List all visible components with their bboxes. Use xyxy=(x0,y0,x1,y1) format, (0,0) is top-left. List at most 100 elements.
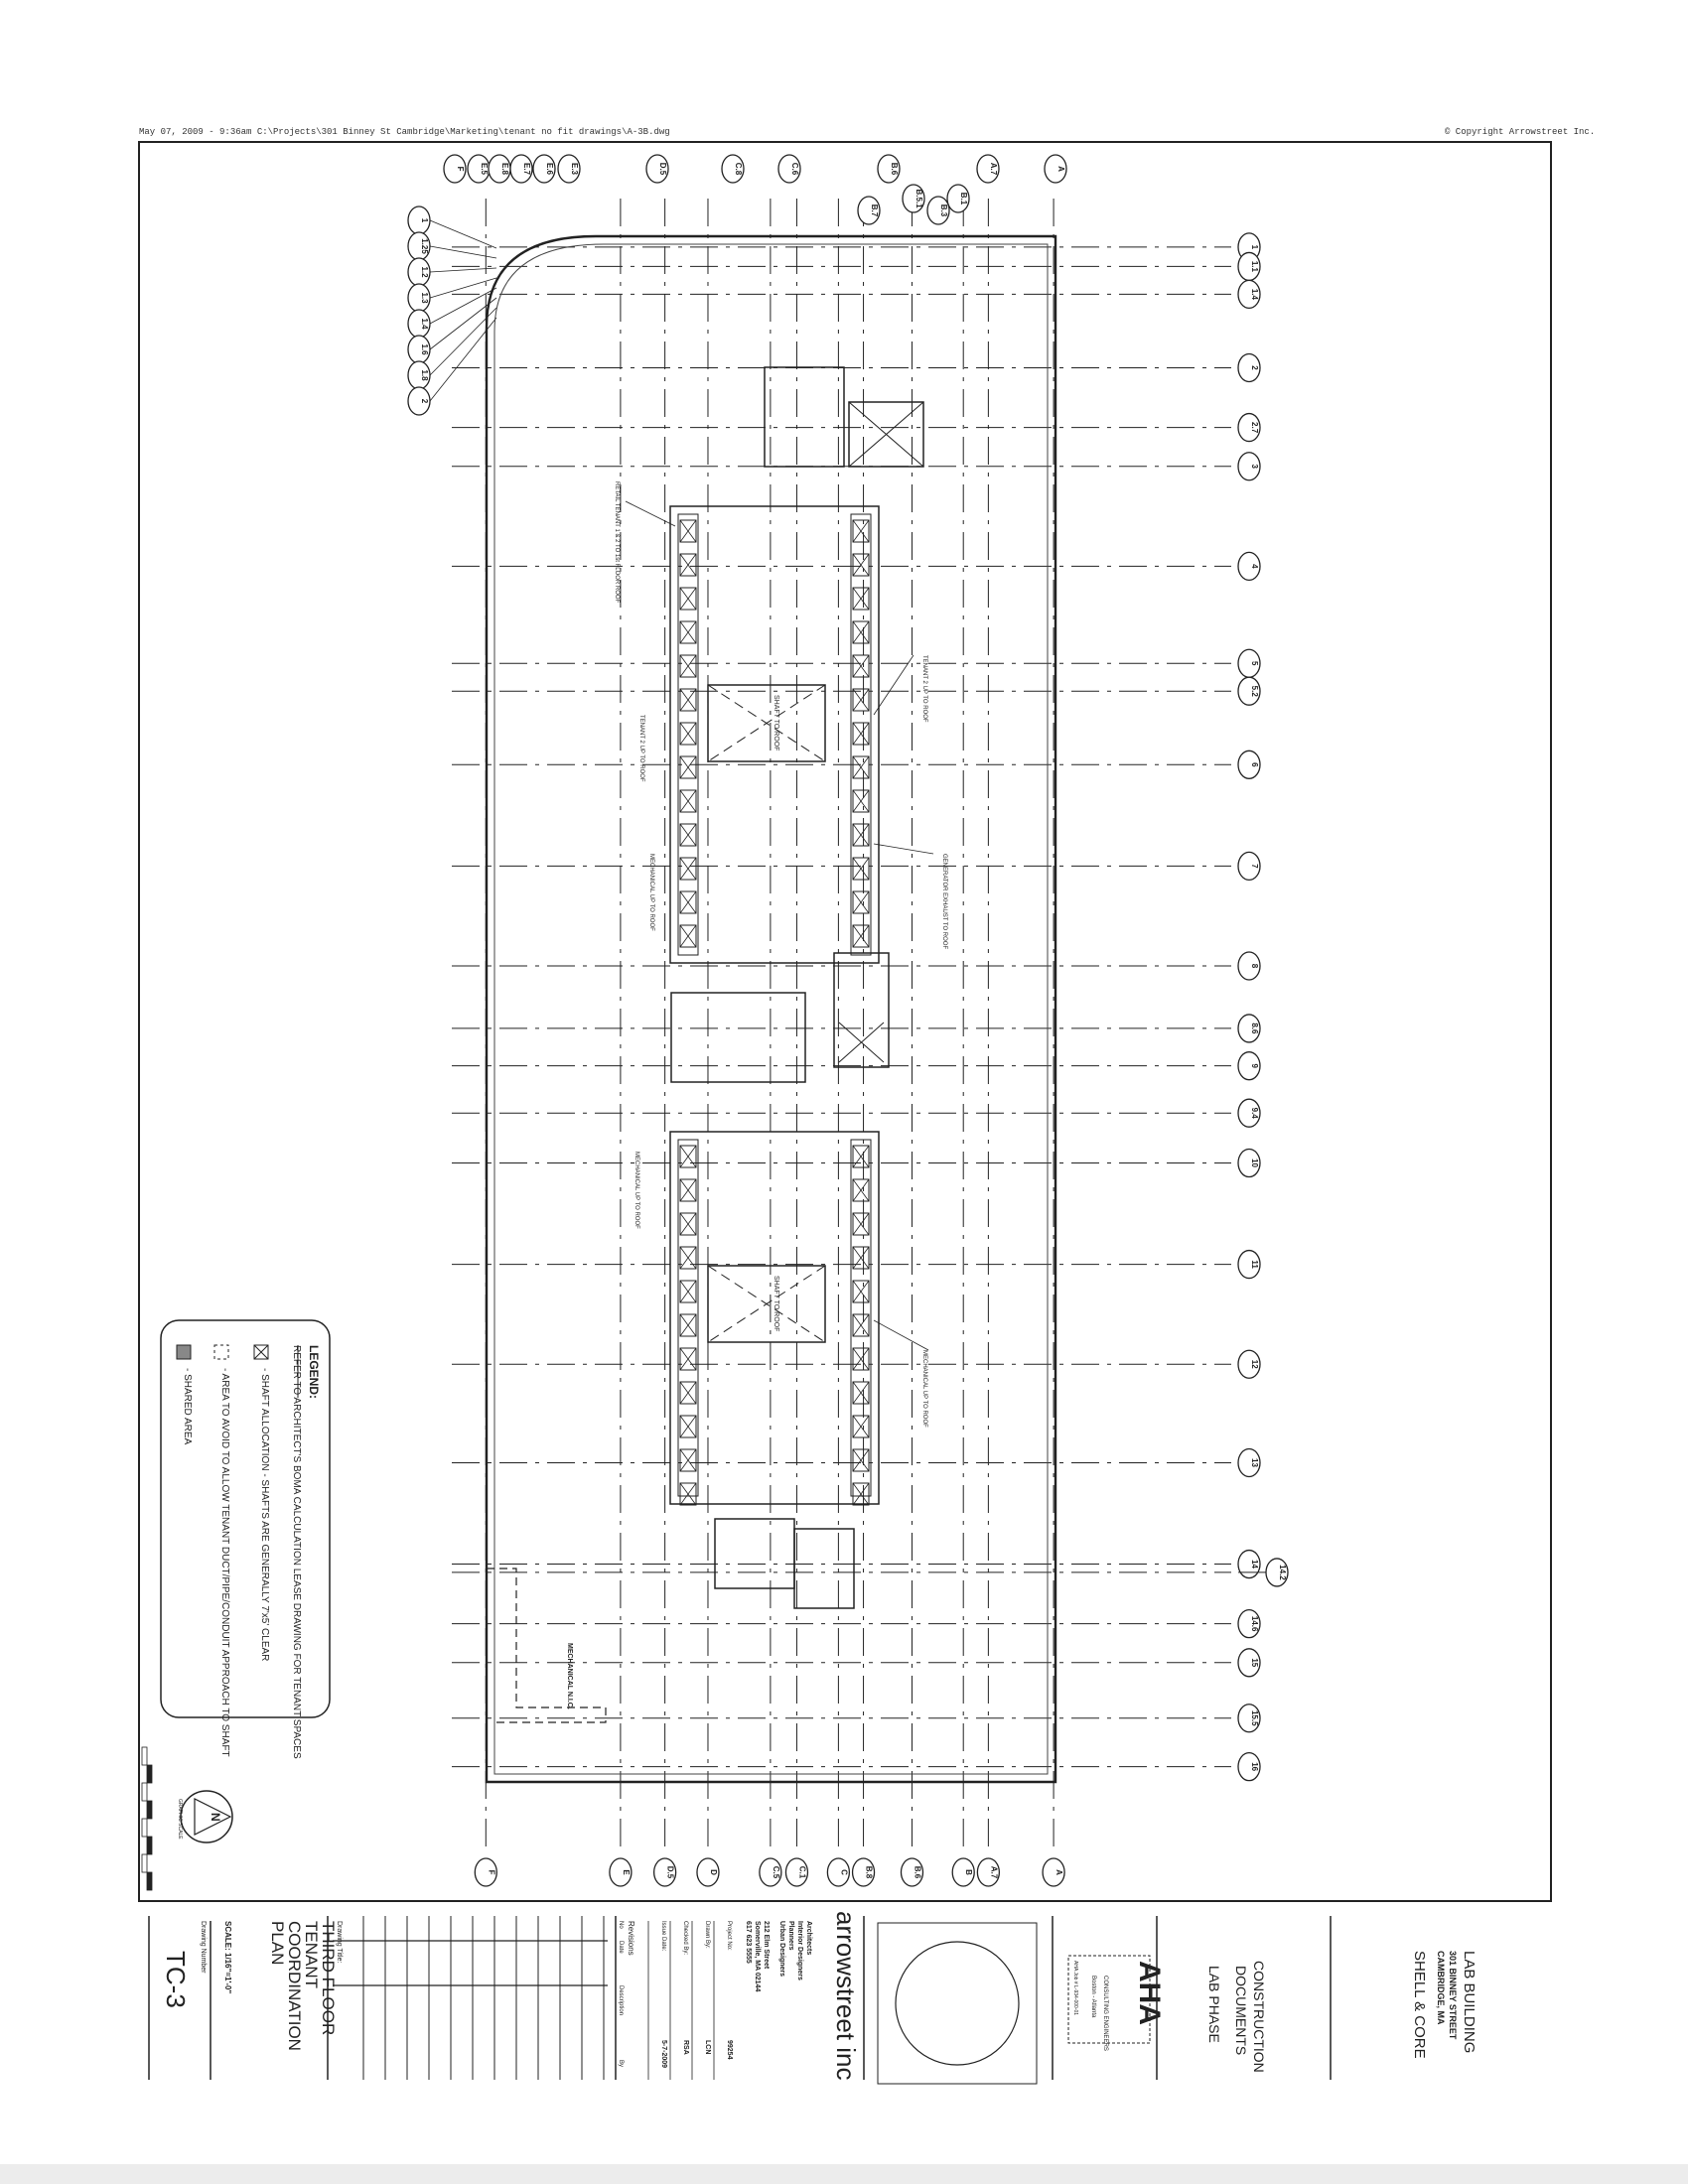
tb-field-label: Project No: xyxy=(726,1921,732,1951)
grid-bubble-1.4 xyxy=(1237,279,1261,310)
engineer-name: CONSULTING ENGINEERS xyxy=(1102,1976,1108,2051)
scale-bar-segment xyxy=(146,1800,153,1820)
grid-bubble-bottom-D.5 xyxy=(652,1857,677,1887)
core-north-shaft-x xyxy=(852,789,870,813)
firm-address: 617 623 5555 xyxy=(745,1921,752,1964)
core-north-shaft-x xyxy=(852,654,870,678)
phase-line-2: DOCUMENTS xyxy=(1233,1966,1249,2055)
scale-bar-segment xyxy=(141,1746,148,1766)
core-south-shaft xyxy=(852,1482,870,1506)
building-outline-inner xyxy=(493,243,1049,1775)
grid-bubble-15-label: 15 xyxy=(1250,1658,1259,1667)
grid-bubble-bottom-B.6-label: B.6 xyxy=(913,1866,921,1879)
grid-bubble-top-E.6 xyxy=(532,154,556,184)
core-north-shaft xyxy=(852,789,870,813)
elevator-core-south xyxy=(793,1528,855,1609)
core-north-shaft xyxy=(679,755,697,779)
core-north-shaft-x xyxy=(679,857,697,881)
grid-bubble-top-B.3-label: B.3 xyxy=(939,205,948,217)
grid-bubble-bottom-A.7 xyxy=(976,1857,1001,1887)
void-south-x xyxy=(707,1265,826,1343)
core-north-shaft xyxy=(852,890,870,914)
elevator-core-north xyxy=(848,401,924,468)
grid-bubble-top-A-label: A xyxy=(1056,166,1065,172)
legend-title: LEGEND: xyxy=(307,1345,321,1399)
core-south-shaft xyxy=(852,1145,870,1168)
core-north-shaft-x xyxy=(679,789,697,813)
core-south-shaft-x xyxy=(852,1448,870,1472)
core-north-shaft-x xyxy=(852,519,870,543)
core-north-shaft xyxy=(679,654,697,678)
grid-bubble-bottom-C-label: C xyxy=(839,1869,848,1875)
mechanical-area-outline xyxy=(487,1568,607,1723)
core-north-shaft xyxy=(852,519,870,543)
grid-bubble-10-label: 10 xyxy=(1250,1159,1259,1167)
grid-bubble-bottom-B xyxy=(951,1857,975,1887)
note-leader xyxy=(873,843,934,855)
grid-bubble-4-label: 4 xyxy=(1250,564,1259,569)
note-leader xyxy=(873,1319,929,1351)
grid-bubble-9.4 xyxy=(1237,1098,1261,1128)
core-south-shaft-x xyxy=(852,1313,870,1337)
core-south-shaft-x xyxy=(852,1145,870,1168)
seal-circle xyxy=(895,1941,1020,2066)
core-south-shaft xyxy=(852,1415,870,1438)
core-north-shaft xyxy=(679,823,697,847)
drawing-number-label: Drawing Number xyxy=(200,1921,207,1974)
grid-bubble-14-label: 14 xyxy=(1250,1560,1259,1569)
grid-bubble-14.2-label: 14.2 xyxy=(1278,1565,1287,1580)
left-grid-bubble-1.2-label: 1.2 xyxy=(420,266,429,278)
grid-bubble-bottom-C xyxy=(826,1857,851,1887)
grid-bubble-12-label: 12 xyxy=(1250,1360,1259,1369)
core-north-shaft xyxy=(679,519,697,543)
core-north-core xyxy=(669,505,880,964)
grid-bubble-top-E.7 xyxy=(509,154,533,184)
grid-bubble-top-F xyxy=(443,154,467,184)
tb-field-label: Issue Date: xyxy=(660,1921,666,1952)
central-elevator-core xyxy=(833,952,890,1068)
core-south-shaft xyxy=(852,1178,870,1202)
core-north-shaft xyxy=(852,722,870,746)
grid-bubble-bottom-B.8-label: B.8 xyxy=(865,1866,874,1879)
tb-field-label: Checked By: xyxy=(682,1921,688,1955)
core-south-shaft-x xyxy=(679,1448,697,1472)
grid-bubble-8.6 xyxy=(1237,1014,1261,1043)
core-north-shaft xyxy=(679,890,697,914)
core-north-shaft-x xyxy=(679,688,697,712)
grid-bubble-10 xyxy=(1237,1148,1261,1178)
grid-bubble-15.5 xyxy=(1237,1704,1261,1733)
legend-x-icon xyxy=(253,1344,269,1360)
core-north-shaft xyxy=(679,789,697,813)
stair-core-north xyxy=(764,366,845,468)
north-label: N xyxy=(209,1813,222,1822)
revisions-label: Revisions xyxy=(627,1921,635,1956)
grid-bubble-bottom-C.5 xyxy=(759,1857,782,1887)
grid-bubble-bottom-D-label: D xyxy=(709,1869,718,1875)
core-south-shaft-x xyxy=(679,1212,697,1236)
grid-bubble-top-C.8 xyxy=(721,154,745,184)
tb-field-value: 5-7-2009 xyxy=(660,2040,667,2068)
engineer-job: AHA Job # L-934-000-01 xyxy=(1072,1961,1078,2015)
note-mech-south: MECHANICAL UP TO ROOF xyxy=(633,1152,639,1229)
core-south-shaft-x xyxy=(852,1178,870,1202)
core-north-shaft xyxy=(852,587,870,611)
grid-bubble-top-B.6-label: B.6 xyxy=(890,163,899,176)
core-south-shaft xyxy=(852,1212,870,1236)
grid-bubble-top-C.6-label: C.6 xyxy=(790,163,799,176)
grid-bubble-bottom-E xyxy=(609,1857,633,1887)
central-elevator-x xyxy=(838,1022,885,1063)
core-south-shaft xyxy=(679,1246,697,1270)
mechanical-label: MECHANICAL N.I.C. xyxy=(566,1643,573,1709)
revision-col-header: Description xyxy=(618,1985,624,2015)
grid-bubble-4 xyxy=(1237,551,1261,582)
core-north-shaft-x xyxy=(679,620,697,644)
void-south-label: SHAFT TO ROOF xyxy=(773,1276,779,1331)
core-south-shaft-x xyxy=(679,1145,697,1168)
grid-bubble-bottom-E-label: E xyxy=(622,1869,631,1875)
core-north-shaft-x xyxy=(679,890,697,914)
project-address-2: CAMBRIDGE, MA xyxy=(1436,1951,1446,2025)
building-outline xyxy=(485,234,1057,1784)
grid-bubble-2 xyxy=(1237,352,1261,383)
core-north-shaft xyxy=(852,857,870,881)
